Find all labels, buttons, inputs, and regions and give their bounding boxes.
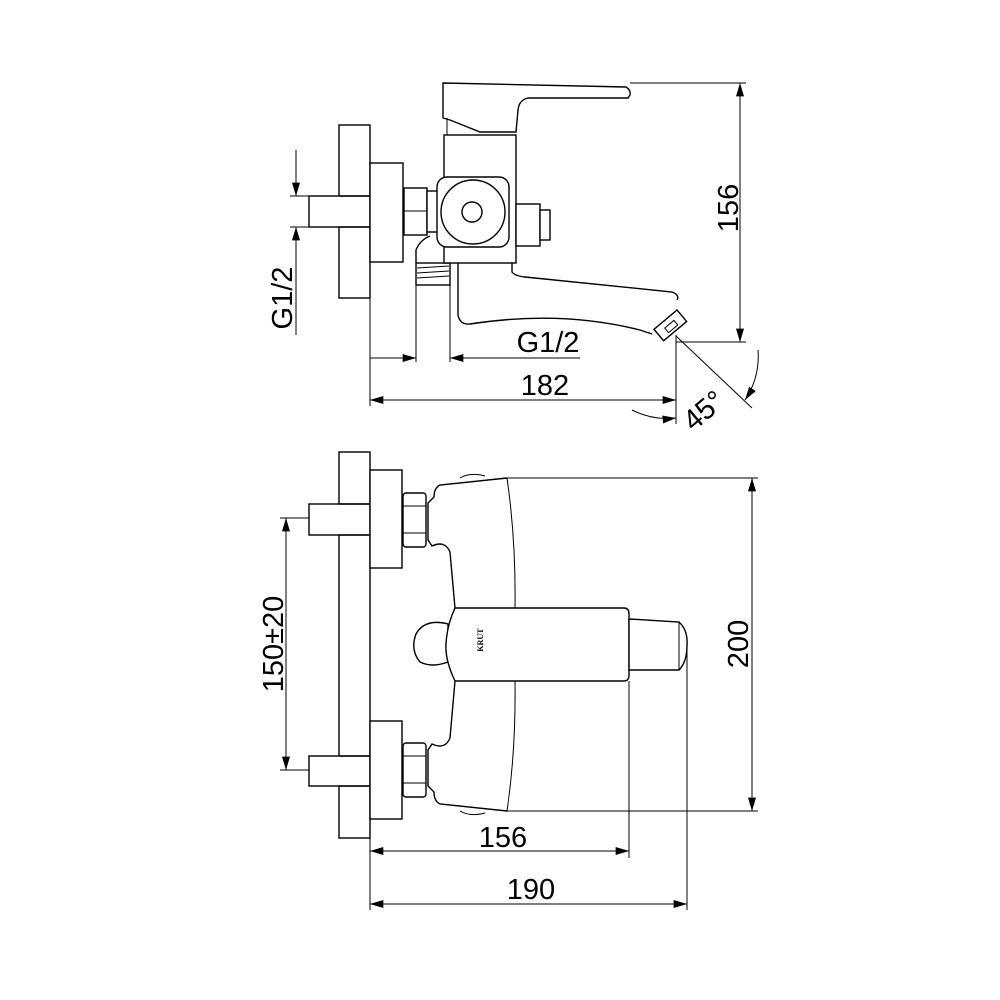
dimension-height-156: 156	[630, 82, 746, 343]
dimension-depth-190: 190	[370, 645, 688, 910]
diverter-knob	[628, 618, 688, 671]
dimension-angle-45: 45°	[631, 335, 759, 438]
hex-nut	[403, 187, 441, 236]
flange	[369, 162, 404, 263]
hex-nut-lower	[402, 742, 427, 798]
lever-handle	[445, 607, 630, 682]
valve-dome	[413, 621, 449, 666]
flange-upper	[369, 469, 403, 569]
inlet-pipe	[308, 195, 371, 228]
total-depth-label: 190	[507, 874, 555, 906]
inlet-thread-label: G1/2	[267, 267, 299, 330]
angle-label: 45°	[677, 385, 731, 438]
outlet-thread-label: G1/2	[517, 327, 580, 359]
brand-logo: KRUT	[476, 628, 485, 652]
dimension-inlet-thread: G1/2	[267, 150, 309, 335]
height-label: 200	[723, 620, 755, 668]
dimension-height-200: 200	[507, 477, 758, 812]
side-view: G1/2 G1/2 182 156 45°	[267, 82, 759, 438]
dimension-center-distance: 150±20	[258, 517, 309, 771]
wall-section	[338, 451, 371, 839]
spout	[457, 263, 688, 342]
height-label: 156	[713, 184, 745, 232]
hex-nut-upper	[402, 492, 427, 548]
top-view: KRUT 150±20 200 156 190	[258, 451, 758, 910]
wall-section	[338, 124, 371, 299]
length-label: 182	[521, 370, 569, 402]
lever-handle	[442, 82, 631, 133]
flange-lower	[369, 720, 403, 820]
mixer-body	[427, 473, 516, 816]
inlet-pipe-upper	[308, 503, 371, 536]
handle-depth-label: 156	[479, 822, 527, 854]
dimension-length-182: 182	[369, 262, 677, 424]
aerator	[653, 309, 688, 342]
inlet-pipe-lower	[308, 755, 371, 787]
dimension-outlet-thread: G1/2	[370, 327, 580, 362]
thread-section	[415, 235, 451, 362]
mixer-body	[436, 134, 551, 264]
dimension-depth-156: 156	[369, 681, 630, 910]
center-distance-label: 150±20	[258, 596, 290, 693]
